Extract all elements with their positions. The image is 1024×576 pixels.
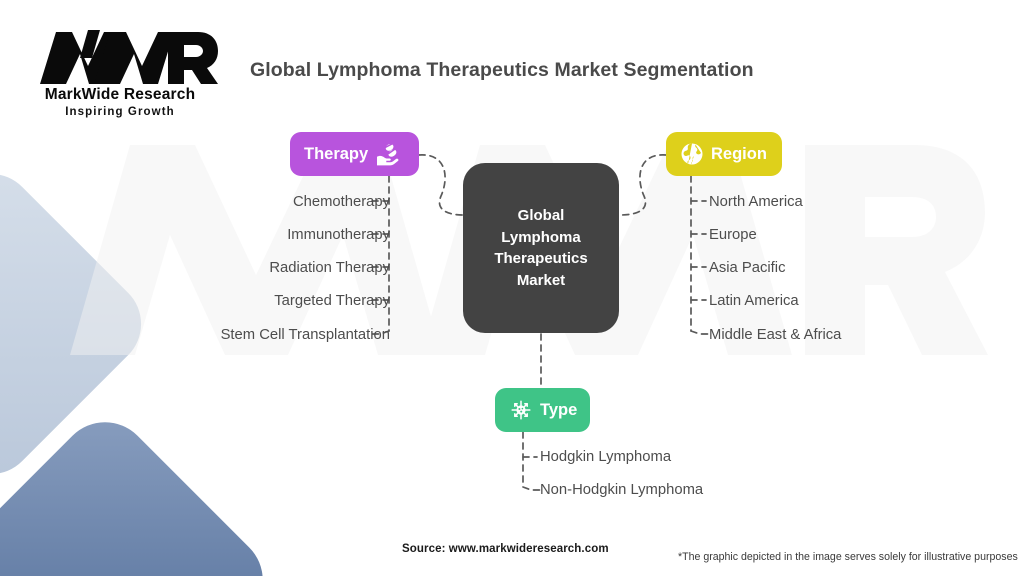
disclaimer-label: *The graphic depicted in the image serve… (678, 551, 1018, 563)
logo-tagline: Inspiring Growth (65, 106, 175, 118)
list-item: Middle East & Africa (709, 327, 842, 343)
list-item: Stem Cell Transplantation (220, 327, 390, 343)
wire-region-item-4 (690, 330, 711, 335)
list-item: Targeted Therapy (274, 293, 390, 309)
list-item: Immunotherapy (287, 227, 390, 243)
brand-logo: MarkWide Research Inspiring Growth (22, 28, 218, 124)
list-item: Chemotherapy (292, 194, 390, 210)
list-item: Radiation Therapy (269, 260, 390, 276)
list-item: North America (709, 194, 803, 210)
branch-badge-therapy[interactable]: Therapy (290, 132, 419, 176)
page-title: Global Lymphoma Therapeutics Market Segm… (250, 59, 754, 81)
virus-cell-icon (509, 398, 533, 422)
list-item: Europe (709, 227, 757, 243)
wire-region-to-center (619, 154, 667, 216)
wire-therapy-to-center (418, 154, 464, 216)
source-label: Source: www.markwideresearch.com (402, 543, 609, 555)
branch-badge-type[interactable]: Type (495, 388, 590, 432)
wire-type-item-1 (522, 486, 541, 491)
mwr-logomark-icon (40, 30, 218, 84)
list-item: Asia Pacific (709, 260, 786, 276)
center-node: Global Lymphoma Therapeutics Market (463, 163, 619, 333)
list-item: Latin America (709, 293, 799, 309)
hand-holding-pills-icon (375, 142, 399, 166)
globe-icon (680, 142, 704, 166)
center-node-label: Global Lymphoma Therapeutics Market (494, 207, 588, 289)
list-item: Hodgkin Lymphoma (540, 449, 672, 465)
branch-badge-region[interactable]: Region (666, 132, 782, 176)
branch-badge-therapy-label: Therapy (304, 144, 369, 163)
wire-therapy-item-4 (368, 330, 390, 335)
branch-badge-type-label: Type (540, 400, 578, 419)
list-item: Non-Hodgkin Lymphoma (540, 482, 704, 498)
branch-badge-region-label: Region (711, 144, 767, 163)
logo-company-name: MarkWide Research (44, 86, 196, 103)
